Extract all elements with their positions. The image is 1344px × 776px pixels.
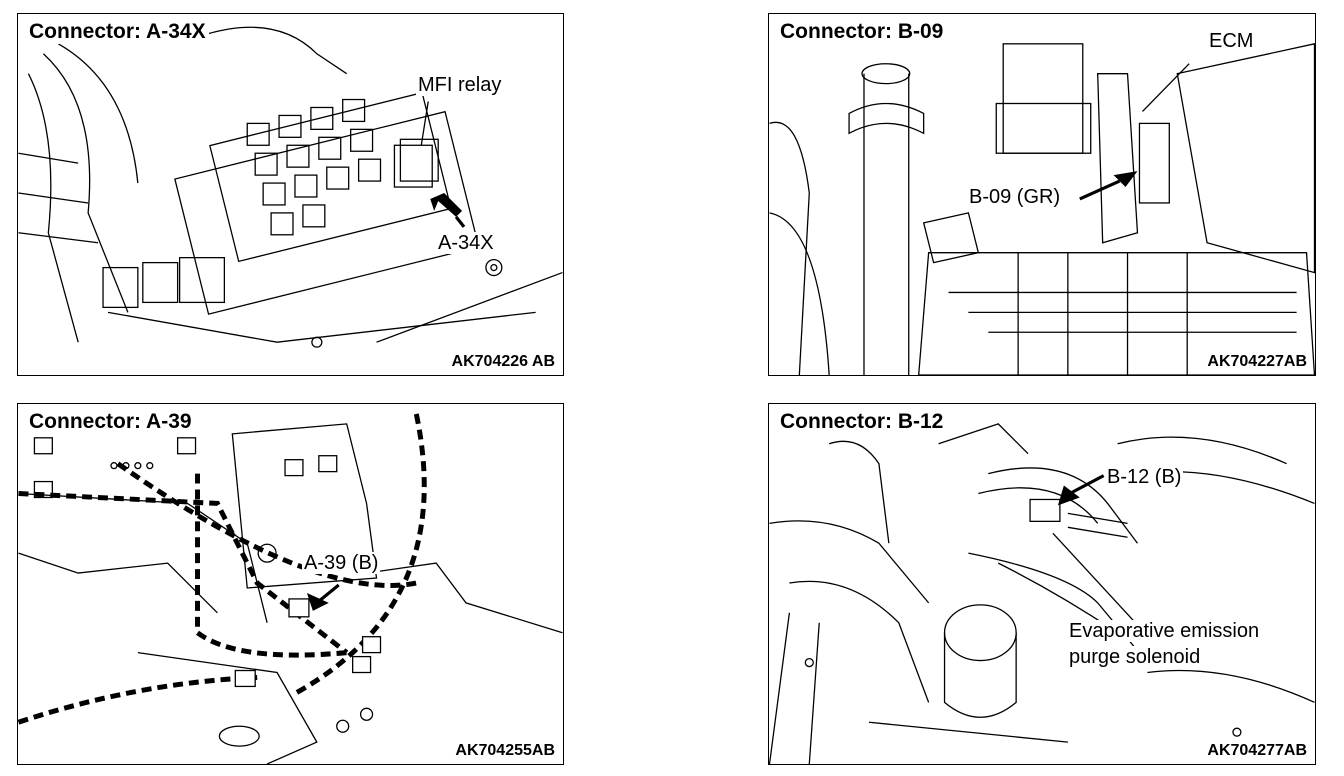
connector-label: A-39 (B)	[302, 552, 381, 574]
panel-title: Connector: B-12	[777, 410, 947, 434]
figure-code: AK704227AB	[1205, 353, 1309, 371]
connector-label: A-34X	[436, 232, 496, 254]
connector-panel-a39: Connector: A-39 A-39 (B) AK704255AB	[17, 403, 564, 765]
panel-title: Connector: A-34X	[26, 20, 209, 44]
ecm-illustration	[769, 43, 1315, 375]
connector-panel-a34x: Connector: A-34X MFI relay A-34X AK70422…	[17, 13, 564, 376]
purge-solenoid-illustration	[769, 423, 1315, 764]
panel-title: Connector: B-09	[777, 20, 947, 44]
connector-panel-b12: Connector: B-12 B-12 (B) Evaporative emi…	[768, 403, 1316, 765]
figure-code: AK704255AB	[453, 742, 557, 760]
connector-label: B-09 (GR)	[967, 186, 1063, 208]
figure-code: AK704226 AB	[449, 353, 557, 371]
connector-label: B-12 (B)	[1105, 466, 1184, 488]
mfi-relay-label: MFI relay	[416, 74, 504, 96]
panel-title: Connector: A-39	[26, 410, 195, 434]
component-label-line2: purge solenoid	[1067, 646, 1203, 668]
component-label-line1: Evaporative emission	[1067, 620, 1262, 642]
ecm-label: ECM	[1207, 30, 1256, 52]
harness-illustration	[18, 413, 563, 764]
relay-box-illustration	[18, 26, 563, 348]
connector-panel-b09: Connector: B-09 ECM B-09 (GR) AK704227AB	[768, 13, 1316, 376]
figure-code: AK704277AB	[1205, 742, 1309, 760]
